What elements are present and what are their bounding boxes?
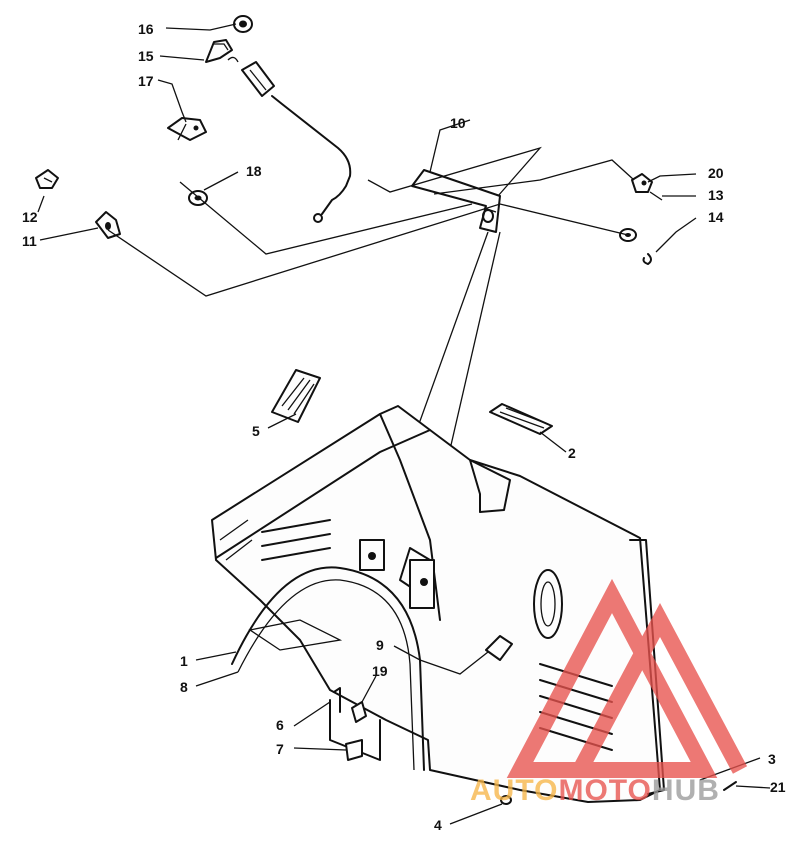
part-17-bracket [167,117,207,141]
callout-15: 15 [138,48,154,64]
callout-10: 10 [450,115,466,131]
callout-8: 8 [180,679,188,695]
callout-labels: 16 15 17 10 18 20 13 14 12 11 5 2 1 8 9 … [22,21,786,833]
callout-7: 7 [276,741,284,757]
callout-21: 21 [770,779,786,795]
part-6-screw [333,687,341,713]
callout-2: 2 [568,445,576,461]
part-14-clip [642,253,652,265]
part-16-cap [233,15,253,33]
callout-13: 13 [708,187,724,203]
part-4-rivet [500,795,512,805]
callout-12: 12 [22,209,38,225]
callout-9: 9 [376,637,384,653]
part-15-knob [205,39,239,63]
callout-17: 17 [138,73,154,89]
watermark-logo: AUTOMOTOHUB [470,578,748,807]
watermark-triangle-icon [506,578,748,778]
callout-1: 1 [180,653,188,669]
part-11-grommet [95,211,121,239]
lower-assembly [211,369,737,805]
leader-lines [37,23,771,825]
callout-19: 19 [372,663,388,679]
part-20-bolt [631,173,663,201]
callout-11: 11 [22,233,37,249]
part-10-mount-plate [411,169,501,233]
part-2-decal [489,403,553,435]
part-12-clip [35,169,59,189]
callout-4: 4 [434,817,442,833]
callout-6: 6 [276,717,284,733]
part-21-screw [723,781,737,791]
callout-14: 14 [708,209,724,225]
choke-cable [241,61,352,223]
callout-16: 16 [138,21,154,37]
part-19-clip [351,701,367,723]
callout-3: 3 [768,751,776,767]
part-7-bracket [345,739,363,761]
callout-5: 5 [252,423,260,439]
callout-18: 18 [246,163,262,179]
watermark-text: AUTOMOTOHUB [470,774,720,807]
part-5-decal [271,369,321,423]
callout-20: 20 [708,165,724,181]
